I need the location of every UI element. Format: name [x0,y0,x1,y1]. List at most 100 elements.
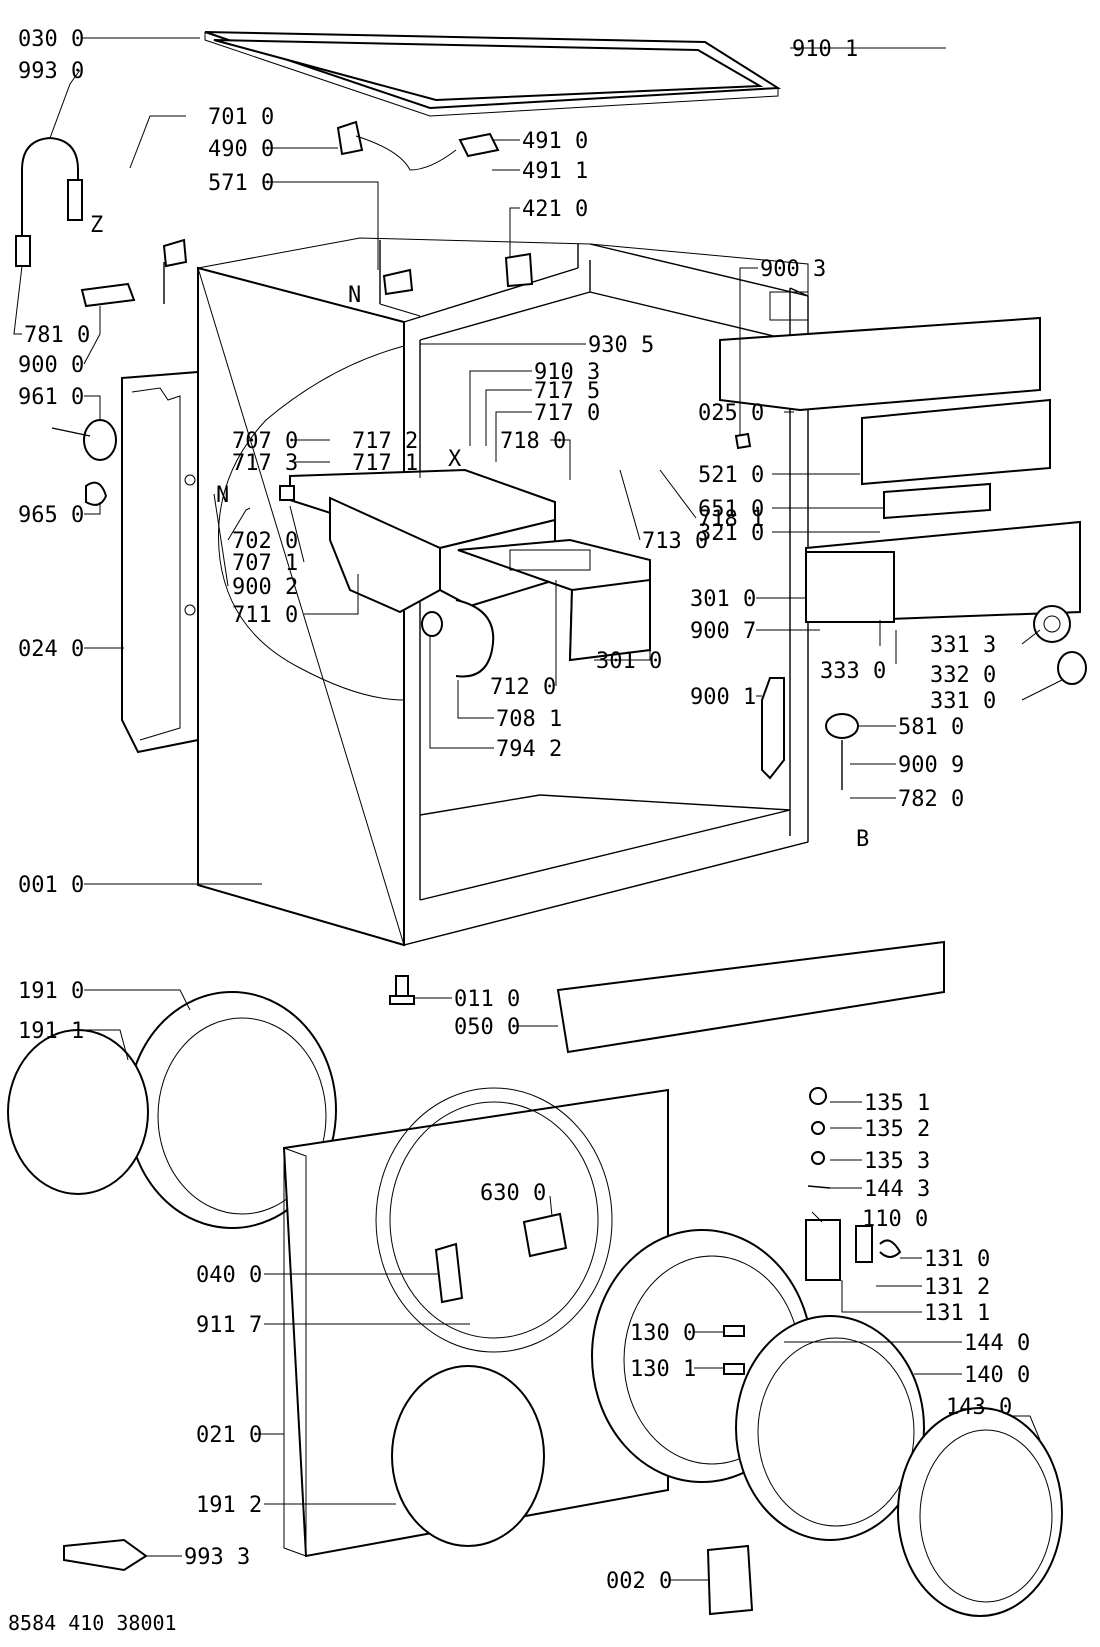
label-900-9: 900 9 [898,753,964,778]
label-011-0: 011 0 [454,987,520,1012]
label-050-0: 050 0 [454,1015,520,1040]
label-030-0: 030 0 [18,27,84,52]
label-993-0: 993 0 [18,59,84,84]
label-717-5: 717 5 [534,379,600,404]
foot [389,975,415,1005]
screw-144-3 [807,1185,831,1189]
door-lock [761,677,785,780]
label-717-3: 717 3 [232,451,298,476]
label-321-0: 321 0 [698,521,764,546]
front-panel [282,1087,669,1558]
label-713-0: 713 0 [642,529,708,554]
label-900-7: 900 7 [690,619,756,644]
label-717-2: 717 2 [352,429,418,454]
label-718-0: 718 0 [500,429,566,454]
label-900-3: 900 3 [760,257,826,282]
kick-plate [556,940,945,1054]
label-581-0: 581 0 [898,715,964,740]
label-332-0: 332 0 [930,663,996,688]
label-490-0: 490 0 [208,137,274,162]
label-333-0: 333 0 [820,659,886,684]
label-717-1: 717 1 [352,451,418,476]
label-002-0: 002 0 [606,1569,672,1594]
clip-130-0 [723,1325,745,1337]
label-131-2: 131 2 [924,1275,990,1300]
marker-n-upper: N [348,283,361,308]
screw-135-1 [809,1087,827,1105]
marker-b: B [856,827,869,852]
label-707-0: 707 0 [232,429,298,454]
label-301-0-panel: 301 0 [690,587,756,612]
marker-n-lower: N [216,483,229,508]
label-521-0: 521 0 [698,463,764,488]
label-331-0: 331 0 [930,689,996,714]
seal-clamp-ring [7,1029,149,1195]
label-910-1: 910 1 [792,37,858,62]
label-930-5: 930 5 [588,333,654,358]
label-965-0: 965 0 [18,503,84,528]
label-900-2: 900 2 [232,575,298,600]
label-961-0: 961 0 [18,385,84,410]
label-131-1: 131 1 [924,1301,990,1326]
inlet-hose [15,136,83,267]
footer-code: 8584 410 38001 [8,1611,177,1635]
label-711-0: 711 0 [232,603,298,628]
label-135-2: 135 2 [864,1117,930,1142]
label-651-0: 651 0 [698,497,764,522]
label-110-0: 110 0 [862,1207,928,1232]
label-782-0: 782 0 [898,787,964,812]
label-781-0: 781 0 [24,323,90,348]
valve-part [162,238,188,268]
label-331-3: 331 3 [930,633,996,658]
door-handle-group [805,1219,902,1281]
dispenser-region-outline [217,345,405,701]
cover-plate [706,1544,754,1616]
marker-x: X [448,447,462,472]
hose-bracket [80,282,136,308]
label-001-0: 001 0 [18,873,84,898]
label-900-0: 900 0 [18,353,84,378]
ring-965 [85,481,108,506]
label-911-7: 911 7 [196,1313,262,1338]
label-794-2: 794 2 [496,737,562,762]
label-021-0: 021 0 [196,1423,262,1448]
label-718-1: 718 1 [698,507,764,532]
washer-135-3 [811,1151,825,1165]
clamp-wire [391,1365,545,1547]
nozzle-961 [51,419,117,461]
pressure-switch [825,713,859,790]
label-135-1: 135 1 [864,1091,930,1116]
door-glass [735,1315,925,1541]
door-hinge [434,1242,464,1304]
label-707-1: 707 1 [232,551,298,576]
label-993-3: 993 3 [184,1545,250,1570]
inner-door-ring [897,1407,1063,1617]
label-191-1: 191 1 [18,1019,84,1044]
control-board [719,316,1081,624]
leader-lines [13,37,1063,1581]
dispenser-drawer [457,538,651,662]
door-interlock [522,1212,568,1258]
side-panel [121,370,199,754]
markers: N N X Z B [90,213,869,852]
door-hinge-pin [734,432,752,450]
marker-z: Z [90,213,103,238]
label-144-3: 144 3 [864,1177,930,1202]
label-712-0: 712 0 [490,675,556,700]
label-910-3: 910 3 [534,360,600,385]
label-144-0: 144 0 [964,1331,1030,1356]
top-lid [204,31,782,117]
label-708-1: 708 1 [496,707,562,732]
interference-filter [504,252,534,288]
label-301-0-drawer: 301 0 [596,649,662,674]
clip-130-1 [723,1363,745,1375]
label-701-0: 701 0 [208,105,274,130]
spring-135-2 [811,1121,825,1135]
valve-571 [382,268,414,296]
filter-capacitor [458,132,500,158]
label-900-1: 900 1 [690,685,756,710]
label-702-0: 702 0 [232,529,298,554]
label-717-0: 717 0 [534,401,600,426]
mains-cable-plug [336,120,364,156]
